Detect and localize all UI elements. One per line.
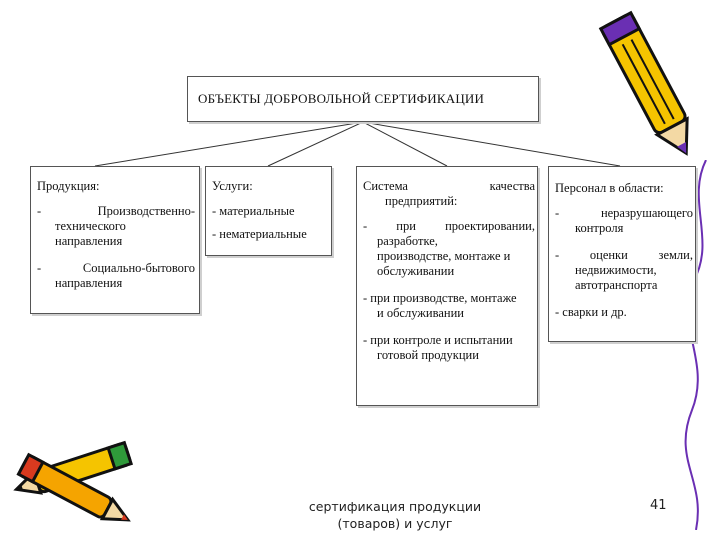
diagram-title: ОБЪЕКТЫ ДОБРОВОЛЬНОЙ СЕРТИФИКАЦИИ: [198, 91, 485, 106]
products-box: Продукция: - Производственно- техническо…: [30, 166, 200, 314]
personnel-item-3: - сварки и др.: [555, 305, 627, 319]
services-heading: Услуги:: [212, 179, 253, 193]
page-number: 41: [650, 498, 667, 513]
services-item-1: - материальные: [212, 204, 295, 218]
quality-system-box: Система качества предприятий: - при прое…: [356, 166, 538, 406]
products-heading: Продукция:: [37, 179, 100, 193]
quality-item-2: - при производстве, монтаже и обслуживан…: [363, 291, 517, 320]
services-box: Услуги: - материальные - нематериальные: [205, 166, 332, 256]
personnel-item-1: - неразрушающего контроля: [555, 206, 693, 235]
footer-caption-line2: (товаров) и услуг: [337, 516, 453, 531]
pencil-icon: [598, 10, 689, 156]
personnel-item-2: - оценки земли, недвижимости, автотрансп…: [555, 248, 693, 292]
personnel-heading: Персонал в области:: [555, 181, 664, 195]
services-item-2: - нематериальные: [212, 227, 307, 241]
products-item-1: - Производственно- технического направле…: [37, 204, 195, 248]
slide-footer: сертификация продукции (товаров) и услуг: [300, 498, 490, 532]
quality-item-1: - при проектировании, разработке, произв…: [363, 219, 535, 278]
quality-system-heading-line2: предприятий:: [385, 194, 458, 208]
footer-caption-line1: сертификация продукции: [308, 499, 482, 514]
personnel-box: Персонал в области: - неразрушающего кон…: [548, 166, 696, 342]
diagram-title-box: ОБЪЕКТЫ ДОБРОВОЛЬНОЙ СЕРТИФИКАЦИИ: [187, 76, 539, 122]
crossed-pencils-icon: [13, 440, 134, 522]
quality-item-3: - при контроле и испытании готовой проду…: [363, 333, 513, 362]
squiggle-decoration: [684, 160, 707, 530]
products-item-2: - Социально-бытового направления: [37, 261, 195, 290]
quality-system-heading: Система качества: [363, 179, 535, 193]
